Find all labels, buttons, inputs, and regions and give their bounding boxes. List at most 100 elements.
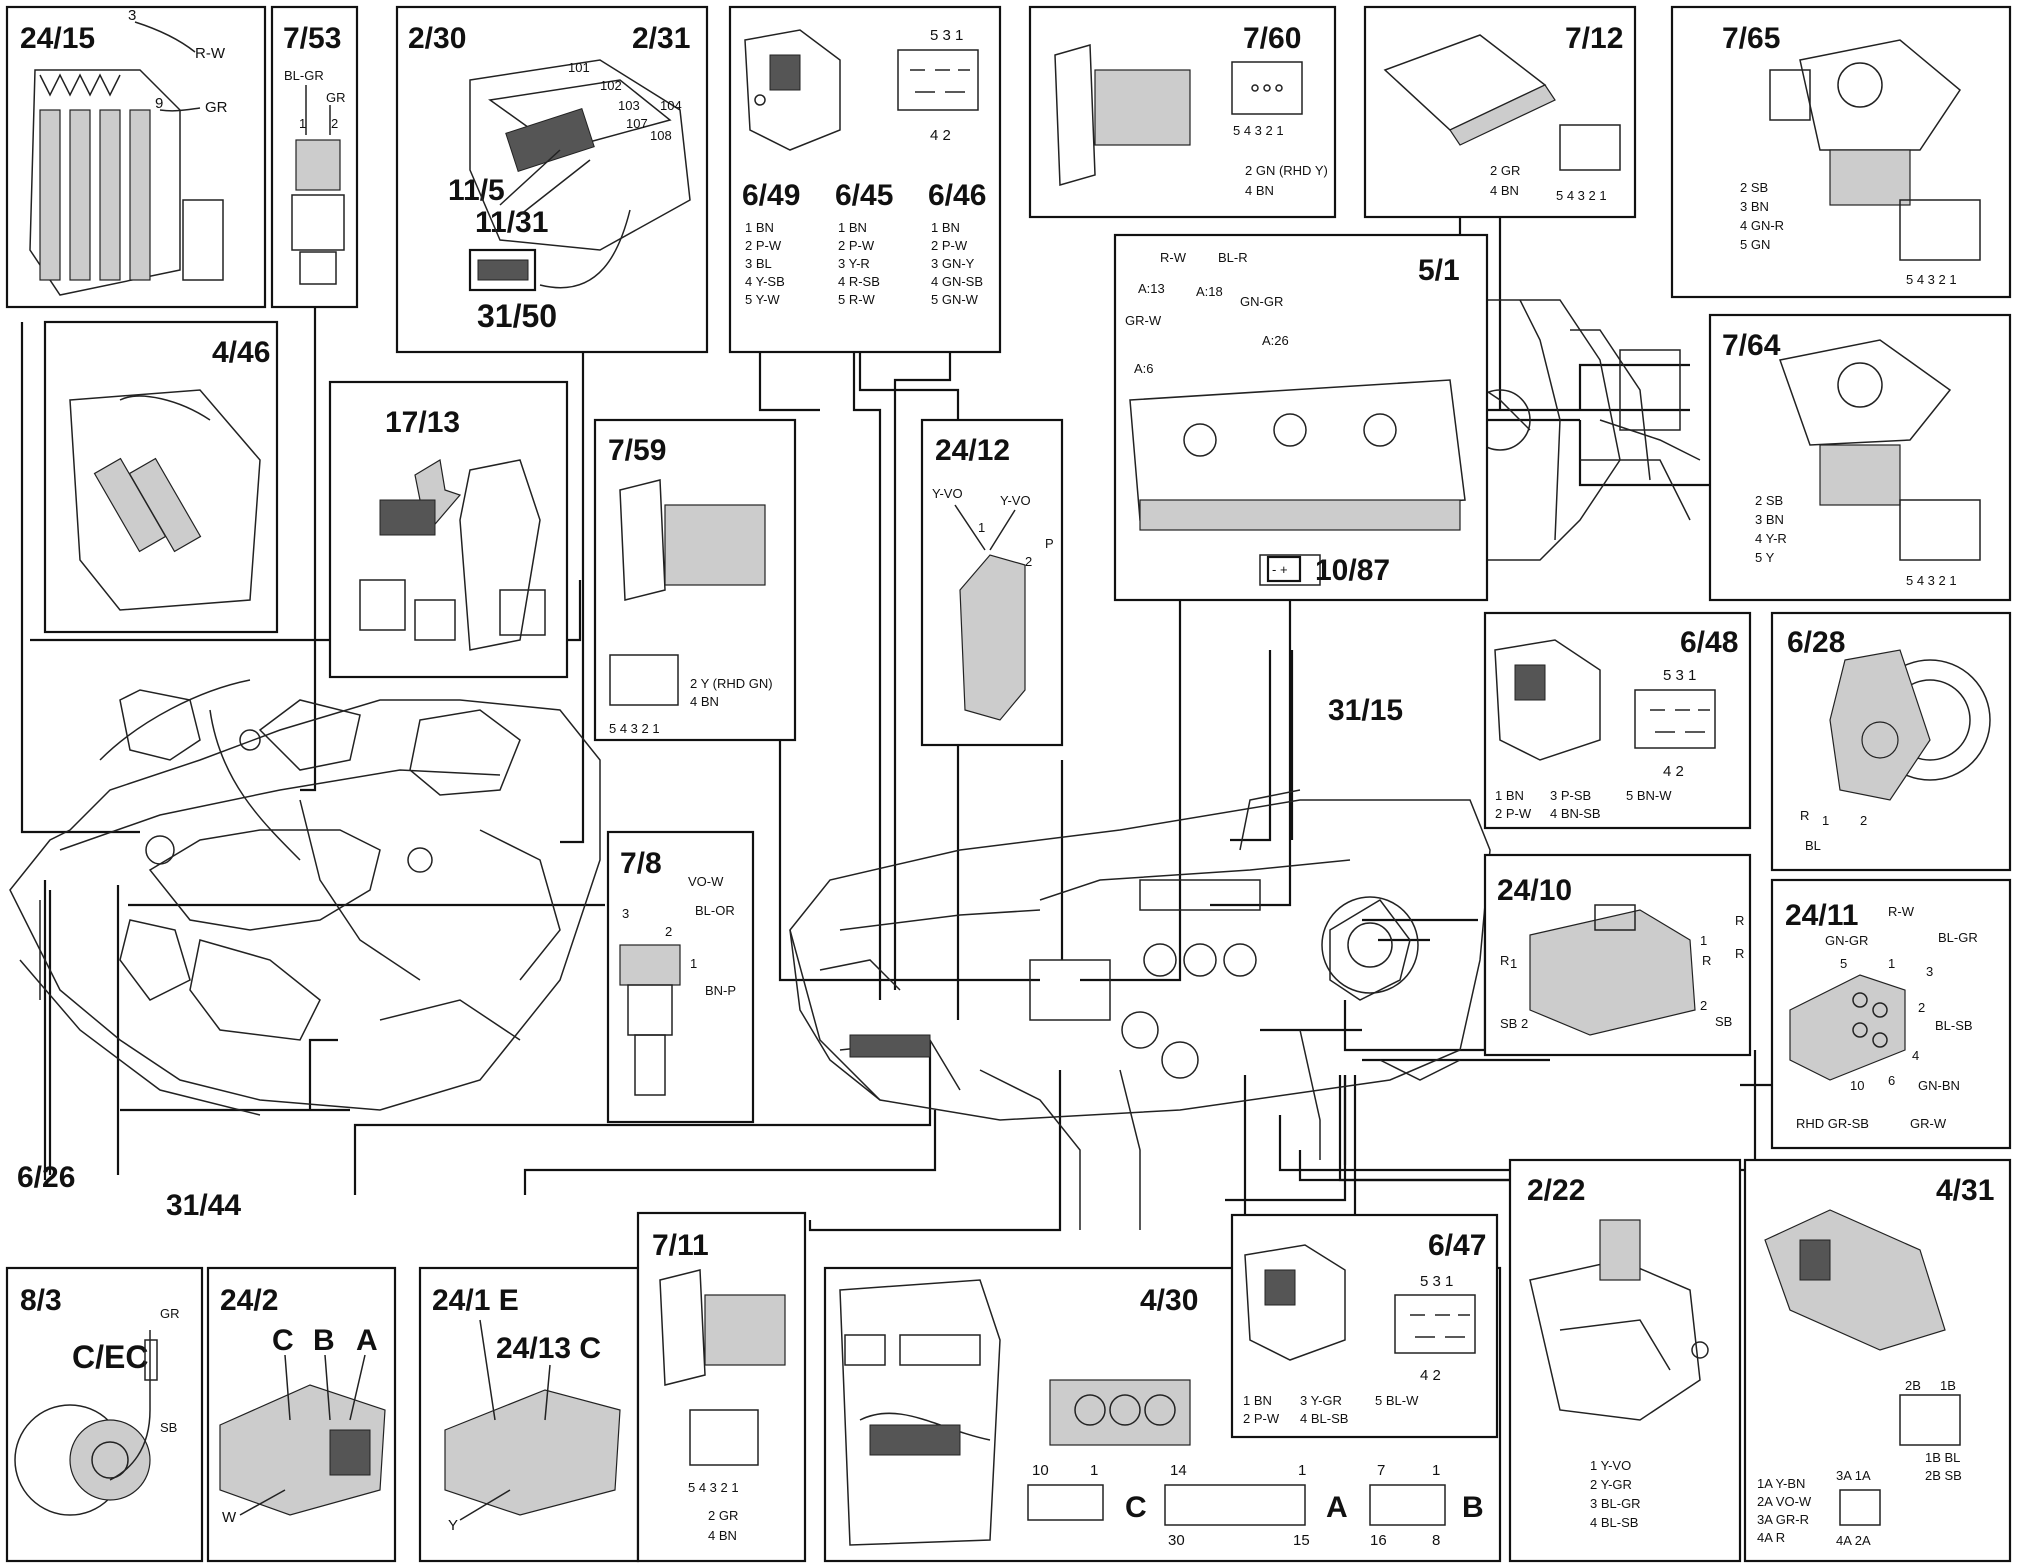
svg-text:B: B	[1462, 1491, 1484, 1524]
component-10-87: - + 10/87	[1266, 554, 1390, 587]
pin-list-item: 2 SB	[1755, 493, 1783, 508]
svg-text:A:18: A:18	[1196, 284, 1223, 299]
pin-list-item: 2A VO-W	[1757, 1494, 1812, 1509]
svg-text:GN-GR: GN-GR	[1240, 294, 1283, 309]
pin-list-item: 2 P-W	[838, 238, 875, 253]
svg-text:RHD GR-SB: RHD GR-SB	[1796, 1116, 1869, 1131]
pin-list-item: 3 BL	[745, 256, 772, 271]
component-id: 5/1	[1418, 254, 1460, 287]
component-id: 6/46	[928, 179, 986, 212]
pin-list-item: 4 GN-R	[1740, 218, 1784, 233]
svg-text:GR-W: GR-W	[1910, 1116, 1947, 1131]
svg-text:R: R	[1735, 946, 1744, 961]
component-6-47: 6/47 5 3 1 4 2 1 BN 2 P-W 3 Y-GR 4 BL-SB…	[1230, 1213, 1499, 1439]
svg-text:5 4 3 2 1: 5 4 3 2 1	[1906, 573, 1957, 588]
svg-text:B: B	[313, 1324, 335, 1357]
pin-list-item: 5 GN-W	[931, 292, 979, 307]
component-24-10: 24/10 R R 1 R R 1 SB 2 2 SB	[1483, 853, 1752, 1057]
component-24-12: 24/12 Y-VO Y-VO 1 2 P	[920, 418, 1064, 747]
component-id: 17/13	[385, 406, 460, 439]
pin-list-item: 1 BN	[838, 220, 867, 235]
pin-list-item: 5 R-W	[838, 292, 876, 307]
pin-list-item: 5 Y	[1755, 550, 1775, 565]
svg-text:108: 108	[650, 128, 672, 143]
svg-text:4 2: 4 2	[1420, 1367, 1441, 1384]
svg-text:5 4 3 2 1: 5 4 3 2 1	[1556, 188, 1607, 203]
pin-list-item: 2 GR	[708, 1508, 738, 1523]
component-4-31: 4/31 2B 1B 1B BL 2B SB 3A 1A 4A 2A 1A Y-…	[1743, 1158, 2012, 1563]
component-id: 7/64	[1722, 329, 1781, 362]
svg-text:R-W: R-W	[1888, 904, 1915, 919]
svg-text:5 3 1: 5 3 1	[1663, 667, 1696, 684]
svg-text:A:6: A:6	[1134, 361, 1154, 376]
component-id: 24/13 C	[496, 1332, 601, 1365]
svg-text:5 4 3 2 1: 5 4 3 2 1	[609, 721, 660, 736]
svg-text:1B BL: 1B BL	[1925, 1450, 1960, 1465]
svg-text:4 2: 4 2	[1663, 763, 1684, 780]
svg-text:4: 4	[1912, 1048, 1919, 1063]
component-id: 7/59	[608, 434, 666, 467]
svg-text:Y-VO: Y-VO	[932, 486, 963, 501]
component-id: 2/31	[632, 22, 690, 55]
component-7-65: 7/65 2 SB 3 BN 4 GN-R 5 GN 5 4 3 2 1	[1670, 5, 2012, 299]
pin-list-item: 4 R-SB	[838, 274, 880, 289]
svg-text:BL-GR: BL-GR	[284, 68, 324, 83]
component-6-26-label: 6/26	[17, 1161, 75, 1194]
pin-list-item: 1A Y-BN	[1757, 1476, 1805, 1491]
svg-text:5 3 1: 5 3 1	[930, 27, 963, 44]
svg-text:10: 10	[1850, 1078, 1864, 1093]
svg-text:11/31: 11/31	[475, 206, 548, 239]
svg-text:2B SB: 2B SB	[1925, 1468, 1962, 1483]
svg-text:GR: GR	[205, 99, 228, 116]
svg-text:2: 2	[1700, 998, 1707, 1013]
svg-text:1: 1	[299, 116, 306, 131]
component-5-1: 5/1 R-W BL-R A:13 A:18 GN-GR GR-W A:26 A…	[1113, 233, 1489, 602]
svg-text:101: 101	[568, 60, 590, 75]
pin-list-item: 3A GR-R	[1757, 1512, 1809, 1527]
component-7-53: 7/53 BL-GR GR 1 2	[270, 5, 359, 309]
svg-text:1: 1	[690, 956, 697, 971]
svg-text:GN-BN: GN-BN	[1918, 1078, 1960, 1093]
svg-text:11/5: 11/5	[448, 174, 505, 207]
svg-text:107: 107	[626, 116, 648, 131]
component-2-22: 2/22 1 Y-VO 2 Y-GR 3 BL-GR 4 BL-SB	[1508, 1158, 1742, 1563]
svg-text:R: R	[1800, 808, 1809, 823]
svg-text:5 4 3 2 1: 5 4 3 2 1	[688, 1480, 739, 1495]
component-id: 6/49	[742, 179, 800, 212]
pin-list-item: 1 Y-VO	[1590, 1458, 1631, 1473]
svg-text:5 4 3 2 1: 5 4 3 2 1	[1906, 272, 1957, 287]
component-id: 24/1 E	[432, 1284, 519, 1317]
pin-list-item: 1 BN	[1243, 1393, 1272, 1408]
svg-text:BL-GR: BL-GR	[1938, 930, 1978, 945]
pin-list-item: 4 BN	[690, 694, 719, 709]
svg-text:A:26: A:26	[1262, 333, 1289, 348]
pin-list-item: 3 P-SB	[1550, 788, 1591, 803]
svg-text:SB: SB	[1715, 1014, 1732, 1029]
svg-text:10: 10	[1032, 1462, 1049, 1479]
component-id: 4/30	[1140, 1284, 1198, 1317]
svg-text:R-W: R-W	[1160, 250, 1187, 265]
svg-text:BL-R: BL-R	[1218, 250, 1248, 265]
dashboard-drawing	[789, 789, 1491, 1230]
svg-text:P: P	[1045, 536, 1054, 551]
svg-text:2: 2	[331, 116, 338, 131]
car-interior-drawing	[1460, 299, 1701, 561]
svg-text:3: 3	[622, 906, 629, 921]
pin-list-item: 3 BL-GR	[1590, 1496, 1641, 1511]
component-id: 6/47	[1428, 1229, 1486, 1262]
svg-text:R: R	[1735, 913, 1744, 928]
svg-text:14: 14	[1170, 1462, 1187, 1479]
component-7-12: 7/12 5 4 3 2 1 2 GR 4 BN	[1363, 5, 1637, 219]
pin-list-item: 4 BN	[708, 1528, 737, 1543]
svg-text:2: 2	[665, 924, 672, 939]
svg-text:BL-SB: BL-SB	[1935, 1018, 1973, 1033]
component-id: 24/12	[935, 434, 1010, 467]
pin-list-item: 4 BN	[1490, 183, 1519, 198]
svg-text:1: 1	[1510, 956, 1517, 971]
component-id: 4/31	[1936, 1174, 1994, 1207]
pin-list-item: 3 Y-R	[838, 256, 870, 271]
svg-text:GR-W: GR-W	[1125, 313, 1162, 328]
component-id: 7/8	[620, 847, 662, 880]
svg-text:BL-OR: BL-OR	[695, 903, 735, 918]
